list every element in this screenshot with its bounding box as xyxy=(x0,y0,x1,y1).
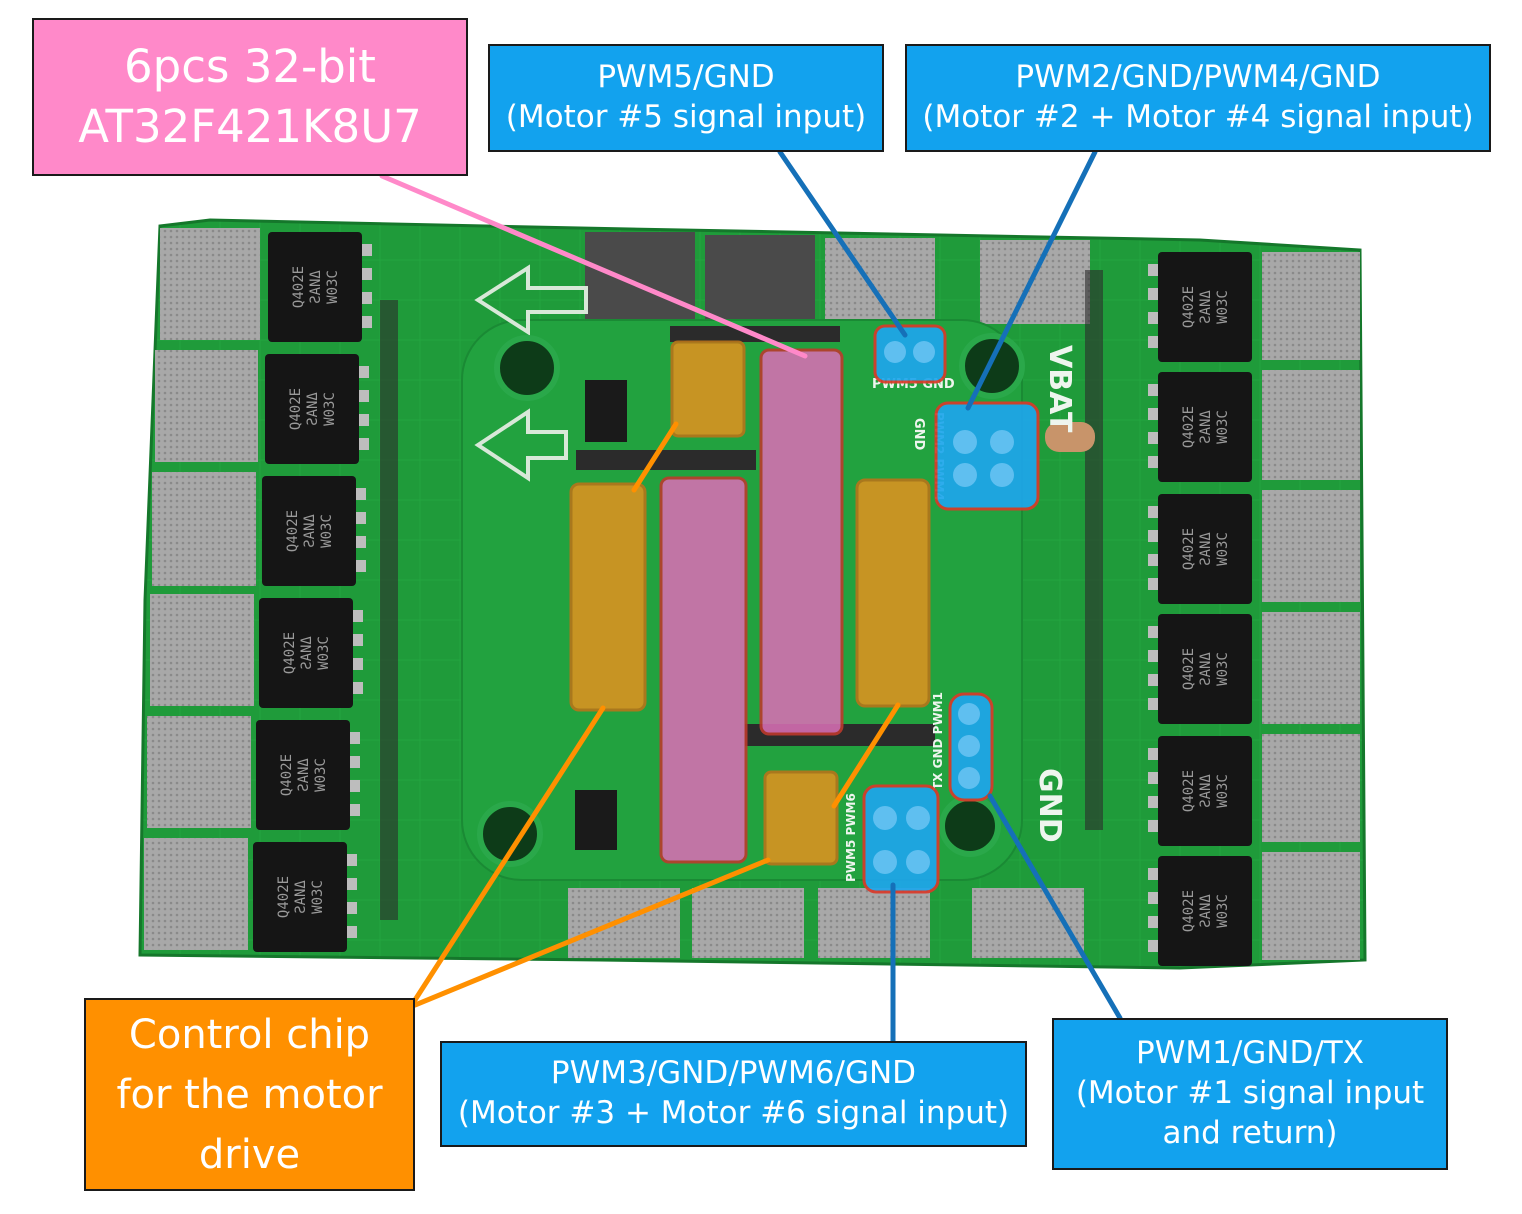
mosfet-package: Q402EƧANΔW03C xyxy=(256,720,360,830)
callout-mcu-chips: 6pcs 32-bit AT32F421K8U7 xyxy=(32,18,468,176)
mosfet-marking: Q402EƧANΔW03C xyxy=(282,632,332,674)
mosfet-package: Q402EƧANΔW03C xyxy=(1148,856,1252,966)
mcu-highlight xyxy=(659,476,748,864)
callout-line: (Motor #2 + Motor #4 signal input) xyxy=(922,99,1474,135)
leader-line-pwm24 xyxy=(965,149,1098,411)
callout-line: PWM3/GND/PWM6/GND xyxy=(550,1055,917,1092)
silk-gnd: GND xyxy=(1032,768,1067,843)
leader-line-chips xyxy=(379,173,808,359)
mosfet-marking: Q402EƧANΔW03C xyxy=(279,754,329,796)
bottom-solder-pads xyxy=(568,888,1084,958)
leader-line-driver-tl xyxy=(631,421,679,493)
mosfet-package: Q402EƧANΔW03C xyxy=(1148,614,1252,724)
silk-vbat: VBAT xyxy=(1042,345,1077,433)
top-solder-pads xyxy=(585,232,1090,324)
mosfet-package: Q402EƧANΔW03C xyxy=(259,598,363,708)
mosfet-marking: Q402EƧANΔW03C xyxy=(1181,528,1231,570)
callout-line: PWM1/GND/TX xyxy=(1136,1035,1364,1072)
callout-pwm3-pwm6: PWM3/GND/PWM6/GND (Motor #3 + Motor #6 s… xyxy=(440,1041,1027,1147)
leader-line-pwm1 xyxy=(987,793,1123,1021)
callout-line: Control chip xyxy=(128,1011,371,1058)
silk-tx-gnd-pwm1: TX GND PWM1 xyxy=(931,692,945,790)
pwm24-pad-highlight xyxy=(934,401,1040,511)
driver-chip-highlight xyxy=(670,340,746,438)
callout-line: PWM5/GND xyxy=(597,59,775,96)
silk-gnd-small: GND xyxy=(911,418,926,451)
callout-line: (Motor #3 + Motor #6 signal input) xyxy=(457,1095,1010,1131)
mosfet-marking: Q402EƧANΔW03C xyxy=(1181,406,1231,448)
mosfet-column-right: Q402EƧANΔW03C Q402EƧANΔW03C Q402EƧANΔW03C Q… xyxy=(1148,252,1252,966)
mosfet-package: Q402EƧANΔW03C xyxy=(1148,736,1252,846)
pwm36-pad-highlight xyxy=(862,784,940,894)
vbat-pad xyxy=(1045,422,1095,452)
left-solder-pads xyxy=(144,228,260,950)
driver-chip-highlight xyxy=(569,482,647,712)
leader-line-control-a xyxy=(412,705,606,1003)
mosfet-marking: Q402EƧANΔW03C xyxy=(1181,648,1231,690)
mosfet-package: Q402EƧANΔW03C xyxy=(268,232,372,342)
callout-line: drive xyxy=(198,1131,301,1178)
mosfet-marking: Q402EƧANΔW03C xyxy=(276,876,326,918)
leader-line-control-b xyxy=(412,857,771,1008)
mosfet-marking: Q402EƧANΔW03C xyxy=(288,388,338,430)
mosfet-package: Q402EƧANΔW03C xyxy=(1148,494,1252,604)
mcu-highlights xyxy=(659,348,844,864)
mosfet-marking: Q402EƧANΔW03C xyxy=(1181,890,1231,932)
right-solder-pads xyxy=(1262,252,1360,960)
mosfet-marking: Q402EƧANΔW03C xyxy=(1181,770,1231,812)
leader-line-driver-br xyxy=(831,702,901,809)
solder-dots xyxy=(873,341,1014,874)
callout-pwm1: PWM1/GND/TX (Motor #1 signal input and r… xyxy=(1052,1018,1448,1170)
mosfet-package: Q402EƧANΔW03C xyxy=(1148,372,1252,482)
mosfet-package: Q402EƧANΔW03C xyxy=(262,476,366,586)
leader-lines xyxy=(379,149,1123,1044)
callout-line: (Motor #5 signal input) xyxy=(505,99,867,135)
mosfet-marking: Q402EƧANΔW03C xyxy=(291,266,341,308)
driver-chip-highlight xyxy=(855,478,931,708)
callout-line: (Motor #1 signal input xyxy=(1075,1075,1425,1112)
direction-arrows xyxy=(474,264,588,482)
silk-pwm5-pwm6: PWM5 PWM6 xyxy=(844,793,858,882)
callout-line: PWM2/GND/PWM4/GND xyxy=(1015,59,1381,96)
pwm5-pad-highlight xyxy=(873,324,947,384)
mosfet-marking: Q402EƧANΔW03C xyxy=(285,510,335,552)
leader-line-pwm5 xyxy=(777,149,908,338)
callout-pwm2-pwm4: PWM2/GND/PWM4/GND (Motor #2 + Motor #4 s… xyxy=(905,44,1491,152)
driver-chip-highlight xyxy=(763,770,839,866)
callout-line: 6pcs 32-bit xyxy=(124,39,376,93)
mosfet-package: Q402EƧANΔW03C xyxy=(1148,252,1252,362)
mosfet-marking: Q402EƧANΔW03C xyxy=(1181,286,1231,328)
callout-pwm5: PWM5/GND (Motor #5 signal input) xyxy=(488,44,884,152)
callout-line: for the motor xyxy=(116,1071,383,1118)
callout-control-chip: Control chip for the motor drive xyxy=(84,998,415,1191)
mosfet-package: Q402EƧANΔW03C xyxy=(253,842,357,952)
mounting-holes xyxy=(477,333,1025,867)
mosfet-package: Q402EƧANΔW03C xyxy=(265,354,369,464)
mcu-highlight xyxy=(759,348,844,736)
silkscreen-labels: VBAT GND GND PWM5 GND PWM2 PWM4 TX GND P… xyxy=(844,345,1077,882)
mosfet-column-left: Q402EƧANΔW03C Q402EƧANΔW03C Q402EƧANΔW03C Q… xyxy=(253,232,372,952)
callout-line: and return) xyxy=(1162,1114,1338,1151)
driver-chip-highlights xyxy=(569,340,931,866)
callout-line: AT32F421K8U7 xyxy=(78,100,422,153)
